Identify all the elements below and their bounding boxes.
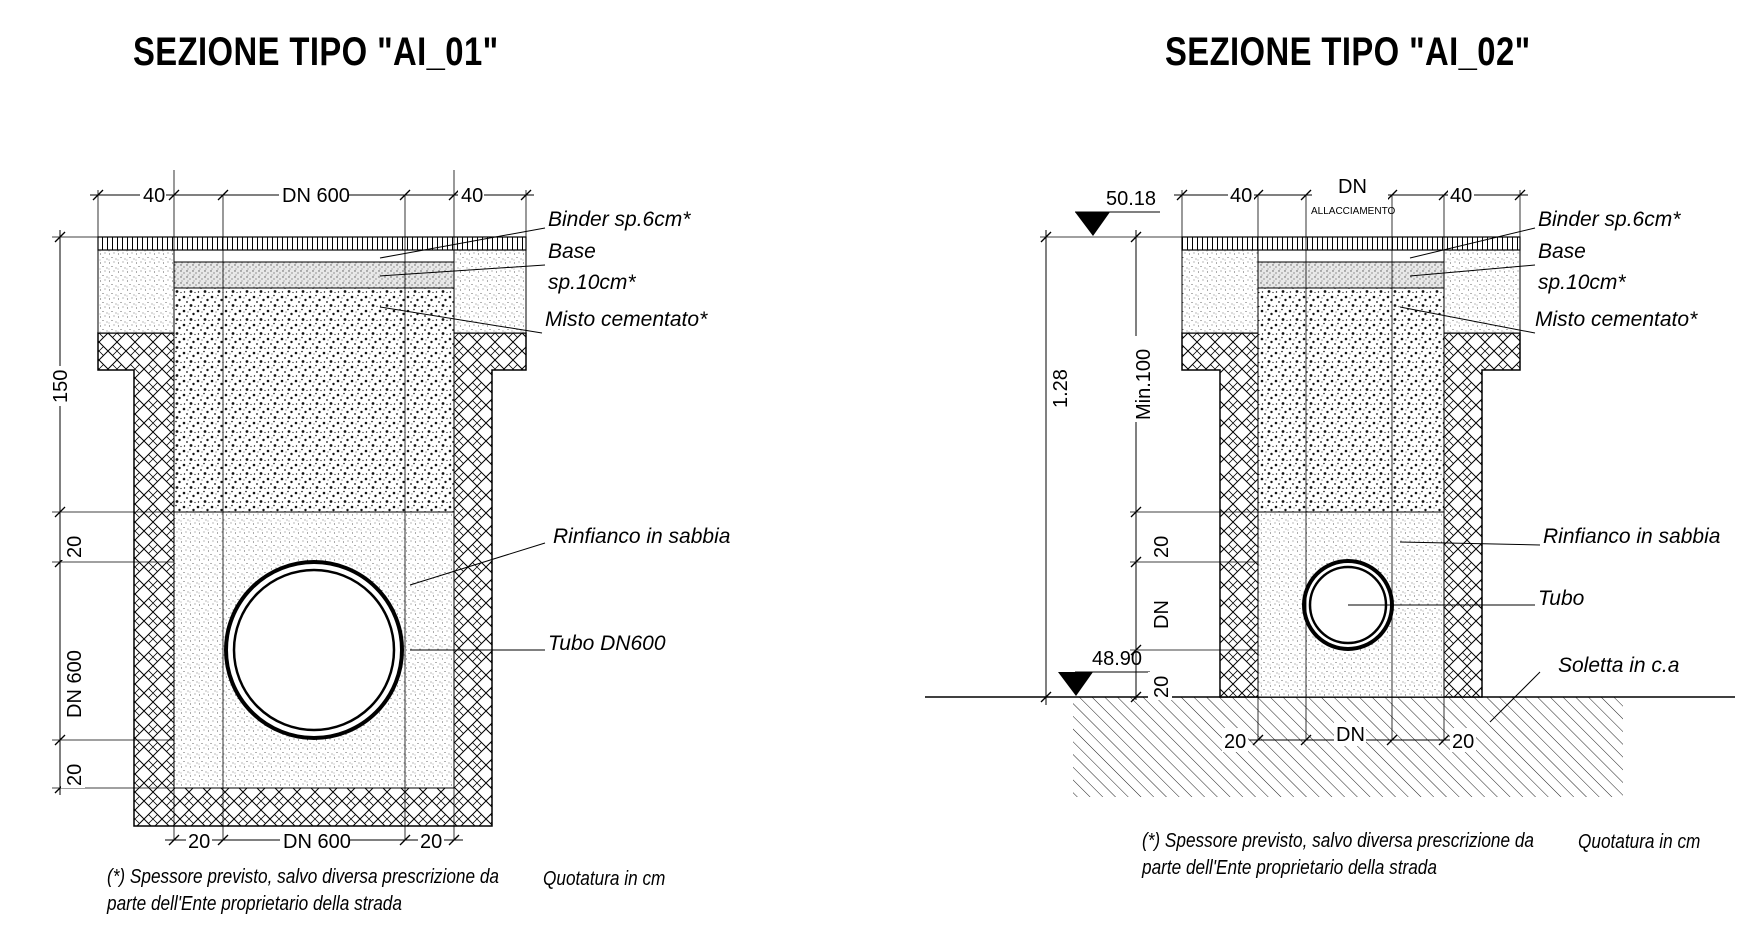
- dim-top-right-r: 40: [1450, 185, 1472, 207]
- dim-bottom-right-r: 20: [1452, 731, 1474, 753]
- side-fill-right-r: [1443, 249, 1521, 334]
- dim-top-mid: DN 600: [282, 185, 350, 207]
- note-left-line2: parte dell'Ente proprietario della strad…: [107, 893, 402, 915]
- dim-top-left: 40: [143, 185, 165, 207]
- dim-bottom-left: 20: [188, 831, 210, 853]
- title-right: SEZIONE TIPO "AI_02": [1165, 30, 1531, 74]
- label-tubo-r: Tubo: [1538, 587, 1585, 610]
- dim-pipe-r: DN: [1151, 600, 1173, 629]
- label-base-1: Base: [548, 240, 596, 263]
- label-misto-r: Misto cementato*: [1535, 308, 1698, 331]
- dim-bottom-mid-r: DN: [1336, 724, 1365, 746]
- label-tubo: Tubo DN600: [548, 632, 666, 655]
- level-bottom: 48.90: [1092, 648, 1142, 670]
- dim-bottom-mid: DN 600: [283, 831, 351, 853]
- trench-gravel-r: [1257, 287, 1445, 513]
- label-misto: Misto cementato*: [545, 308, 708, 331]
- label-binder: Binder sp.6cm*: [548, 208, 691, 231]
- label-rinfianco: Rinfianco in sabbia: [553, 525, 730, 548]
- trench-gravel: [173, 287, 455, 513]
- note-right-line1: (*) Spessore previsto, salvo diversa pre…: [1142, 830, 1534, 852]
- dim-top-left-r: 40: [1230, 185, 1252, 207]
- dim-gap-bottom: 20: [64, 764, 86, 786]
- base-layer: [173, 261, 455, 289]
- quotatura-left: Quotatura in cm: [543, 868, 666, 890]
- note-right-line2: parte dell'Ente proprietario della strad…: [1142, 857, 1437, 879]
- label-base-2-r: sp.10cm*: [1538, 271, 1626, 294]
- dim-top-right: 40: [461, 185, 483, 207]
- label-rinfianco-r: Rinfianco in sabbia: [1543, 525, 1720, 548]
- dim-height: 150: [50, 370, 72, 403]
- dim-total: 1.28: [1050, 369, 1072, 408]
- dim-gap-bottom-r: 20: [1151, 676, 1173, 698]
- label-base-1-r: Base: [1538, 240, 1586, 263]
- section-ai02: 40 DN ALLACCIAMENTO 40 50.18 48.90 1.28: [925, 176, 1735, 797]
- base-layer-r: [1257, 261, 1445, 289]
- title-left: SEZIONE TIPO "AI_01": [133, 30, 499, 74]
- pipe-dn600: [224, 560, 404, 740]
- label-binder-r: Binder sp.6cm*: [1538, 208, 1681, 231]
- label-base-2: sp.10cm*: [548, 271, 636, 294]
- dim-bottom-left-r: 20: [1224, 731, 1246, 753]
- dim-top-mid-sub-r: ALLACCIAMENTO: [1311, 206, 1396, 217]
- level-top: 50.18: [1106, 188, 1156, 210]
- section-ai01: 40 DN 600 40 150 20 DN 600 20: [47, 170, 730, 853]
- dim-top-mid-r: DN: [1338, 176, 1367, 198]
- dim-gap-top: 20: [64, 536, 86, 558]
- dim-gap-top-r: 20: [1151, 536, 1173, 558]
- side-fill-left-r: [1181, 249, 1259, 334]
- dim-pipe: DN 600: [64, 650, 86, 718]
- note-left-line1: (*) Spessore previsto, salvo diversa pre…: [107, 866, 499, 888]
- dim-min: Min.100: [1133, 349, 1155, 420]
- quotatura-right: Quotatura in cm: [1578, 831, 1701, 853]
- dim-bottom-right: 20: [420, 831, 442, 853]
- ground-hatch: [1073, 697, 1623, 797]
- label-soletta: Soletta in c.a: [1558, 654, 1679, 677]
- side-fill-left: [97, 249, 175, 334]
